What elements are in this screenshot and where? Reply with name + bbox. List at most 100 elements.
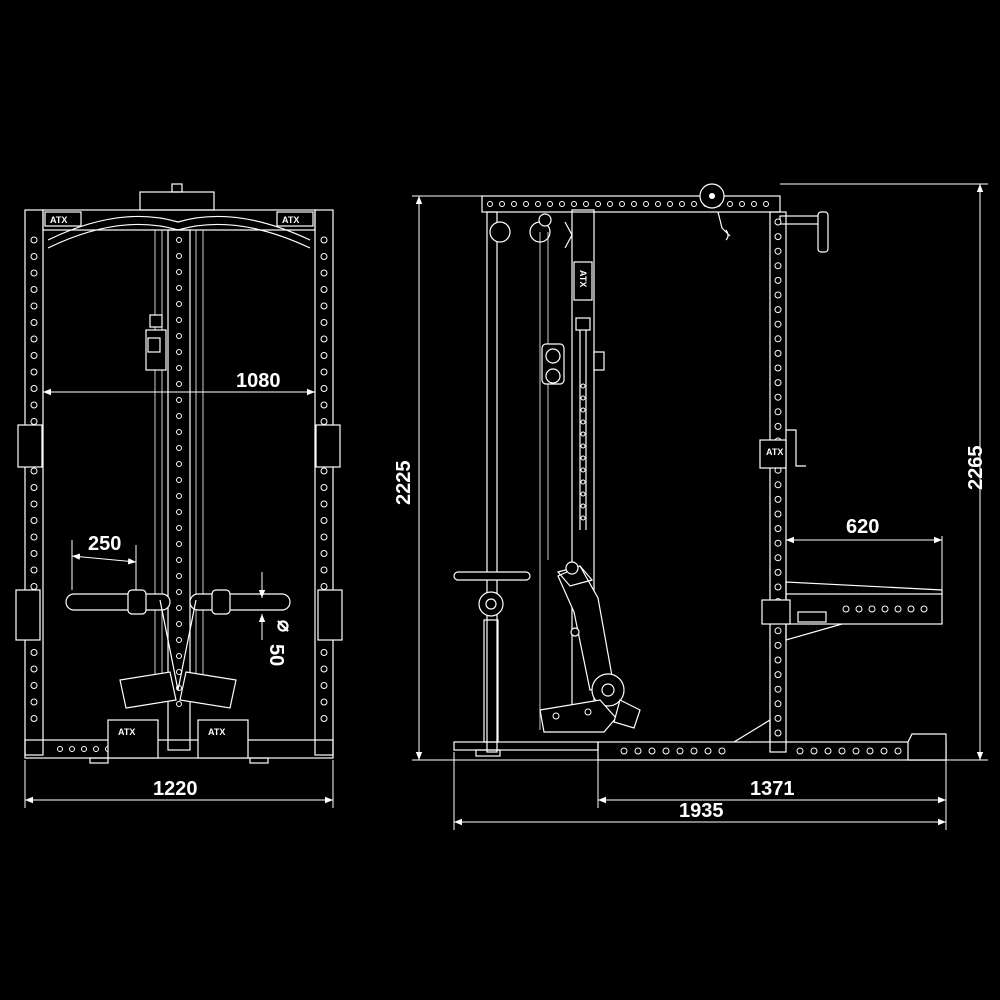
hole: [320, 302, 328, 310]
hole: [774, 583, 782, 591]
hole: [838, 747, 846, 755]
hole: [176, 253, 182, 259]
hole: [774, 379, 782, 387]
hole: [499, 201, 505, 207]
hole: [676, 747, 684, 755]
hole: [30, 583, 38, 590]
hole: [320, 500, 328, 508]
hole: [774, 276, 782, 284]
side-leg-extension: [557, 565, 613, 691]
hole: [619, 201, 625, 207]
hole: [320, 665, 328, 673]
hole: [176, 557, 182, 563]
hole: [907, 605, 915, 613]
hole: [580, 491, 586, 497]
hole: [580, 419, 586, 425]
hole: [774, 510, 782, 518]
front-right-holes: [320, 236, 328, 722]
hole: [320, 566, 328, 574]
hole: [30, 352, 38, 359]
hole: [774, 349, 782, 357]
hole: [320, 698, 328, 706]
hole: [176, 621, 182, 627]
hole: [176, 429, 182, 435]
hole: [580, 407, 586, 413]
front-view: ATX ATX ATX ATX: [15, 183, 343, 808]
hole: [93, 746, 99, 752]
front-lat-bar: [47, 215, 311, 241]
hole: [824, 747, 832, 755]
hole: [81, 746, 87, 752]
hole: [580, 395, 586, 401]
side-top-holes: [487, 201, 769, 207]
hole: [679, 201, 685, 207]
hole: [894, 605, 902, 613]
hole: [176, 413, 182, 419]
side-arm-holes: [842, 605, 928, 613]
hole: [30, 269, 38, 277]
dim-tube-diameter: 50: [265, 644, 287, 666]
hole: [580, 503, 586, 509]
hole: [667, 201, 673, 207]
hole: [774, 568, 782, 576]
front-center-column: [167, 229, 191, 751]
front-base-frame: [24, 739, 334, 759]
hole: [30, 533, 38, 541]
hole: [774, 306, 782, 314]
front-top-pulley-housing: [139, 191, 215, 211]
hole: [30, 649, 38, 656]
side-grip-handles: [453, 571, 531, 581]
hole: [774, 700, 782, 708]
hole: [176, 381, 182, 387]
hole: [655, 201, 661, 207]
hole: [774, 656, 782, 664]
hole: [774, 247, 782, 255]
hole: [320, 517, 328, 524]
hole: [580, 515, 586, 521]
hole: [176, 589, 182, 595]
hole: [30, 286, 38, 293]
front-left-holes: [30, 236, 38, 722]
dim-line-seat-depth: [71, 553, 137, 565]
hole: [320, 401, 328, 409]
side-view: ATX ATX: [393, 183, 988, 830]
side-rear-upright: [769, 211, 787, 753]
hole: [774, 729, 782, 737]
hole: [662, 747, 670, 755]
hole: [774, 422, 782, 430]
side-column-logo: ATX: [578, 270, 588, 287]
hole: [176, 285, 182, 291]
hole: [852, 747, 860, 755]
hole: [920, 605, 928, 613]
hole: [881, 605, 889, 613]
hole: [30, 698, 38, 706]
hole: [320, 236, 328, 244]
front-base-logo-right: ATX: [208, 727, 225, 737]
hole: [320, 335, 328, 343]
side-jhook: [759, 439, 787, 469]
hole: [176, 445, 182, 451]
hole: [320, 418, 328, 425]
hole: [774, 481, 782, 489]
hole: [634, 747, 642, 755]
hole: [774, 495, 782, 503]
hole: [866, 747, 874, 755]
hole: [176, 397, 182, 403]
hole: [30, 385, 38, 392]
dim-side-height-b: 2265: [965, 446, 987, 491]
hole: [868, 605, 876, 613]
hole: [774, 262, 782, 270]
hole: [796, 747, 804, 755]
hole: [571, 201, 577, 207]
hole: [30, 236, 38, 244]
front-logo-left: ATX: [50, 215, 67, 225]
hole: [580, 383, 586, 389]
hole: [559, 201, 565, 207]
hole: [176, 477, 182, 483]
hole: [774, 714, 782, 722]
hole: [580, 467, 586, 473]
hole: [320, 253, 328, 260]
front-roller-left: [65, 593, 171, 611]
hole: [320, 352, 328, 359]
dim-total-depth: 1935: [679, 800, 724, 822]
